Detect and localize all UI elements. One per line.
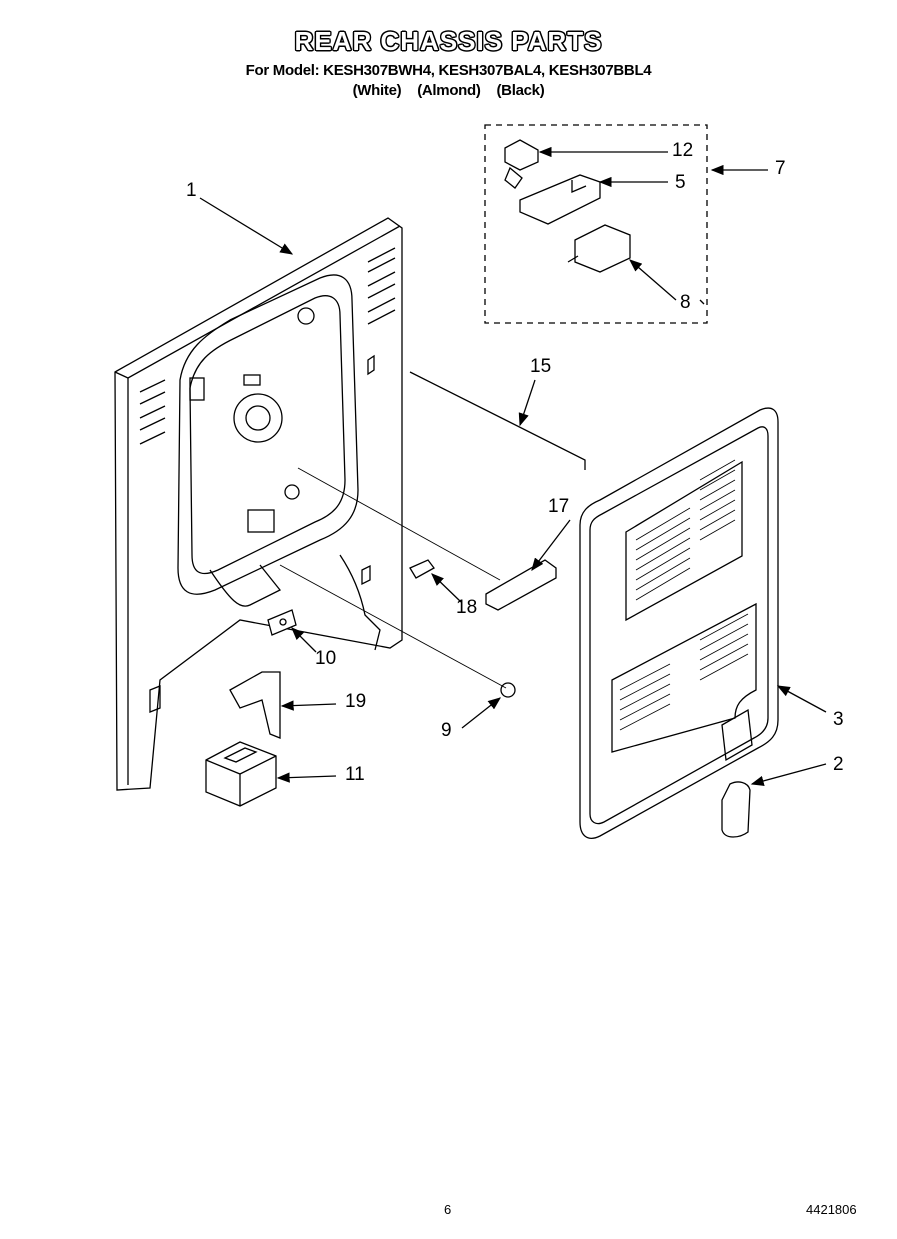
part-17-terminal-block [485, 559, 557, 611]
callout-15: 15 [530, 356, 552, 377]
color-almond: (Almond) [417, 82, 481, 99]
part-11-box [205, 741, 277, 807]
rear-panel-cover [579, 407, 779, 839]
part-2-bracket [721, 781, 751, 838]
callout-17: 17 [548, 496, 570, 517]
part-8-solenoid [567, 224, 631, 273]
part-12-switch [504, 139, 539, 189]
dashed-assembly-box [484, 124, 708, 324]
color-line: (White) (Almond) (Black) [0, 82, 897, 99]
part-9-thermostat [500, 682, 516, 698]
callout-3: 3 [833, 709, 844, 730]
callout-7: 7 [775, 158, 786, 179]
color-black: (Black) [496, 82, 545, 99]
page-title: REAR CHASSIS PARTS [294, 26, 603, 56]
callout-12: 12 [672, 140, 694, 161]
callout-18: 18 [456, 597, 478, 618]
callout-11: 11 [345, 764, 365, 785]
callout-5: 5 [675, 172, 686, 193]
color-white: (White) [352, 82, 402, 99]
part-19-bracket [229, 671, 281, 739]
part-5-bracket [519, 174, 601, 225]
callout-1: 1 [186, 180, 197, 201]
callout-19: 19 [345, 691, 367, 712]
part-18-clip [409, 559, 435, 579]
document-number: 4421806 [806, 1202, 857, 1217]
rear-chassis-panel [114, 217, 403, 791]
callout-8: 8 [680, 292, 691, 313]
part-10-clip [267, 609, 297, 636]
callout-10: 10 [315, 648, 337, 669]
page-number: 6 [444, 1202, 452, 1217]
part-15-rod [409, 371, 586, 470]
callout-2: 2 [833, 754, 844, 775]
callout-9: 9 [441, 720, 452, 741]
model-line: For Model: KESH307BWH4, KESH307BAL4, KES… [245, 62, 652, 79]
